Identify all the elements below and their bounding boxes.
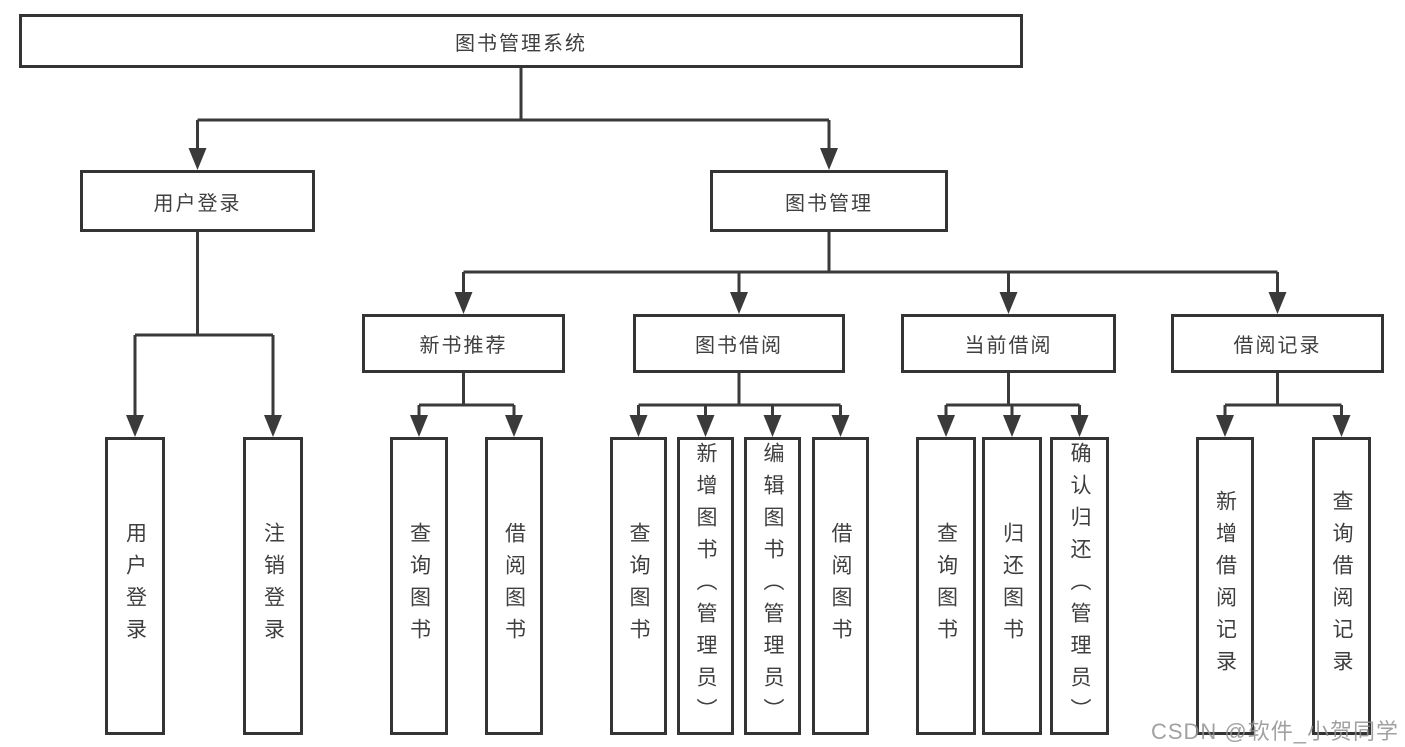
node-user-login: 用户登录: [80, 170, 315, 232]
connector-root-to-level2: [196, 68, 831, 152]
node-root: 图书管理系统: [19, 14, 1023, 68]
connector-borrow-records-children: [1223, 373, 1343, 419]
csdn-watermark: CSDN @软件_小贺同学: [1150, 719, 1399, 744]
leaf-borrow-edit-books-admin: 编辑图书（管理员）: [744, 437, 801, 735]
connector-book-management-children: [462, 232, 1279, 296]
leaf-current-return-books: 归还图书: [982, 437, 1042, 735]
leaf-current-query-books: 查询图书: [916, 437, 976, 735]
arrowheads: [126, 148, 1351, 437]
leaf-borrow-query-books: 查询图书: [610, 437, 667, 735]
leaf-recommend-query-books: 查询图书: [390, 437, 448, 735]
node-new-book-recommend: 新书推荐: [362, 314, 565, 373]
leaf-user-login: 用户登录: [105, 437, 165, 735]
leaf-borrow-borrow-books: 借阅图书: [812, 437, 869, 735]
connector-user-login-children: [133, 232, 275, 419]
node-current-borrow: 当前借阅: [901, 314, 1116, 373]
connector-new-book-recommend-children: [417, 373, 516, 419]
node-borrow-records: 借阅记录: [1171, 314, 1384, 373]
leaf-current-confirm-return-admin: 确认归还（管理员）: [1050, 437, 1109, 735]
connector-current-borrow-children: [944, 373, 1081, 419]
leaf-borrow-add-books-admin: 新增图书（管理员）: [677, 437, 734, 735]
leaf-recommend-borrow-books: 借阅图书: [485, 437, 543, 735]
leaf-records-query-record: 查询借阅记录: [1312, 437, 1371, 735]
node-book-borrow: 图书借阅: [633, 314, 845, 373]
leaf-logout: 注销登录: [243, 437, 303, 735]
connector-book-borrow-children: [637, 373, 842, 419]
leaf-records-add-record: 新增借阅记录: [1196, 437, 1254, 735]
node-book-management: 图书管理: [710, 170, 948, 232]
